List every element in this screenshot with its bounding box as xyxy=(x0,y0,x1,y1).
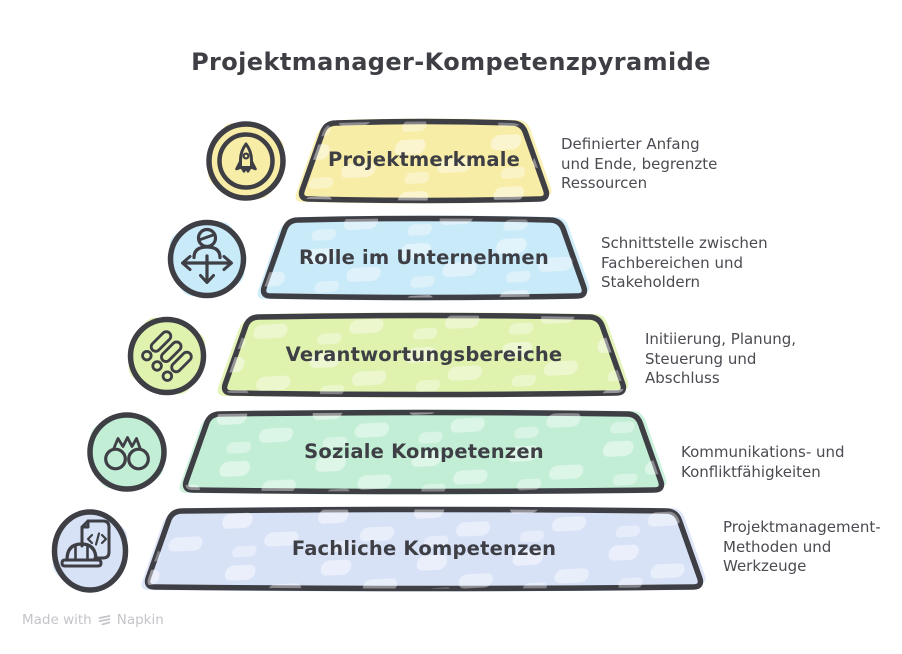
description-line: Werkzeuge xyxy=(723,557,807,575)
watermark-brand-text: Napkin xyxy=(116,612,164,628)
description-line: Steuerung und xyxy=(645,349,757,368)
level-3-description: Initiierung, Planung, Steuerung und Absc… xyxy=(645,330,796,389)
description-line: und Ende, begrenzte xyxy=(561,154,718,173)
description-line: Definierter Anfang xyxy=(561,135,700,153)
description-line: Fachbereichen und xyxy=(601,253,743,272)
pyramid-level-1-label: Projektmerkmale xyxy=(327,148,521,171)
napkin-logo-icon xyxy=(98,614,111,625)
pyramid-level-5-band xyxy=(141,506,706,592)
description-line: Abschluss xyxy=(645,369,720,387)
pyramid-level-4-band xyxy=(179,409,667,495)
description-line: Projektmanagement- xyxy=(723,518,881,536)
pyramid-level-1-band xyxy=(295,118,552,204)
pyramid-level-3-label: Verantwortungsbereiche xyxy=(285,343,563,366)
description-line: Stakeholdern xyxy=(601,273,700,291)
rocket-icon xyxy=(206,121,286,201)
description-line: Initiierung, Planung, xyxy=(645,330,796,348)
code-document-hardhat-icon xyxy=(51,509,129,593)
watermark: Made with Napkin xyxy=(22,612,164,628)
level-5-description: Projektmanagement- Methoden und Werkzeug… xyxy=(723,518,881,577)
pyramid-level-2-label: Rolle im Unternehmen xyxy=(299,246,549,269)
level-2-description: Schnittstelle zwischen Fachbereichen und… xyxy=(601,234,768,293)
description-line: Kommunikations- und xyxy=(681,443,845,461)
description-line: Ressourcen xyxy=(561,174,648,192)
watermark-made-with-text: Made with xyxy=(22,612,92,628)
description-line: Methoden und xyxy=(723,537,832,556)
description-line: Schnittstelle zwischen xyxy=(601,234,768,252)
level-1-description: Definierter Anfang und Ende, begrenzte R… xyxy=(561,135,717,194)
pyramid-level-3-band xyxy=(217,312,629,398)
person-arrows-icon xyxy=(167,219,247,299)
page-title: Projektmanager-Kompetenzpyramide xyxy=(191,48,711,76)
pyramid-level-4-label: Soziale Kompetenzen xyxy=(304,440,544,463)
description-line: Konfliktfähigkeiten xyxy=(681,462,821,481)
task-list-icon xyxy=(127,316,207,396)
people-conflict-icon xyxy=(87,412,167,492)
pyramid-level-5-label: Fachliche Kompetenzen xyxy=(291,537,557,560)
level-4-description: Kommunikations- und Konfliktfähigkeiten xyxy=(681,443,845,482)
pyramid-level-2-band xyxy=(257,215,590,301)
